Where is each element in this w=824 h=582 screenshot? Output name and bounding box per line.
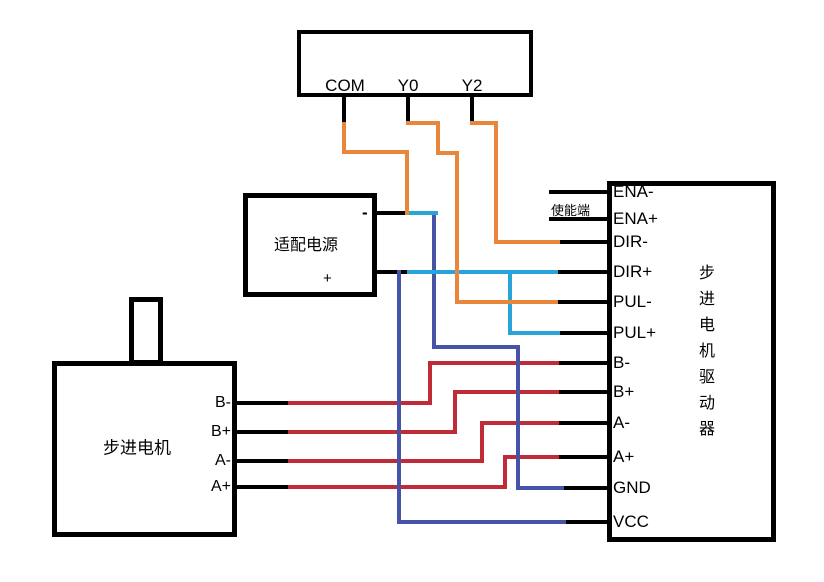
wire-com-to-power-minus-seg2 [405,150,409,215]
wire-motor-b-plus-to-driver-b-plus-seg1 [453,390,457,434]
stub-motor-a-plus-seg0 [235,485,292,489]
wire-power-minus-to-gnd-seg1 [432,345,520,349]
stub-plc-com-seg0 [342,95,346,126]
wire-motor-b-minus-to-driver-b-minus-seg2 [428,361,559,365]
wire-power-plus-to-vcc-seg0 [397,270,401,524]
wire-y0-to-pul-minus-seg4 [455,300,558,304]
stub-driver-pul-plus-seg0 [554,331,609,335]
wire-power-minus-to-gnd-seg3 [516,486,564,490]
stub-power-plus-seg0 [375,270,411,274]
stub-motor-b-minus-seg0 [235,401,292,405]
stub-driver-gnd-seg0 [558,486,609,490]
stub-driver-b-plus-seg0 [553,390,609,394]
wire-y2-to-dir-minus-seg0 [470,121,498,125]
wire-power-minus-to-gnd-seg2 [516,345,520,490]
driver-terminal-ena-plus: ENA+ [613,209,658,228]
wire-power-plus-to-vcc-seg1 [397,520,566,524]
power-supply-box [243,193,377,297]
wire-com-to-power-minus-seg1 [342,150,409,154]
stub-driver-dir-minus-seg0 [554,240,609,244]
driver-terminal-dir-minus: DIR- [613,232,648,251]
driver-terminal-pul-plus: PUL+ [613,323,656,342]
stub-motor-b-plus-seg0 [235,430,292,434]
power-plus-terminal-label: + [323,270,332,287]
stub-driver-ena-minus-seg0 [549,190,609,194]
wire-power-plus-to-dir-plus-and-pul-plus-seg2 [508,331,560,335]
stepper-driver-box [607,181,776,542]
wire-y0-to-pul-minus-seg2 [436,151,459,155]
wire-power-plus-to-dir-plus-and-pul-plus-seg0 [407,270,558,274]
stub-driver-b-minus-seg0 [553,361,609,365]
stub-driver-vcc-seg0 [560,520,609,524]
wire-motor-a-plus-to-driver-a-plus-seg2 [503,455,559,459]
motor-terminal-b-minus: B- [215,394,231,411]
motor-shaft [129,297,163,365]
power-minus-terminal-label: - [362,203,368,222]
driver-terminal-dir-plus: DIR+ [613,262,653,281]
wire-power-minus-to-gnd-seg0 [432,211,436,349]
stub-motor-a-minus-seg0 [235,459,292,463]
wire-y2-to-dir-minus-seg2 [494,240,560,244]
wire-com-to-power-minus-seg0 [342,122,346,154]
driver-terminal-b-minus: B- [613,353,630,372]
motor-terminal-a-minus: A- [215,452,231,469]
wire-motor-a-minus-to-driver-a-minus-seg1 [480,421,484,463]
wire-motor-a-minus-to-driver-a-minus-seg0 [288,459,484,463]
wire-y0-to-pul-minus-seg3 [455,151,459,304]
wire-power-minus-link-seg0 [407,211,438,215]
driver-terminal-a-minus: A- [613,413,630,432]
wire-motor-b-plus-to-driver-b-plus-seg0 [288,430,457,434]
enable-terminal-label: 使能端 [551,203,591,218]
wire-motor-b-minus-to-driver-b-minus-seg0 [288,401,432,405]
driver-terminal-vcc: VCC [613,512,649,531]
stub-power-minus-seg0 [375,211,411,215]
wire-motor-b-minus-to-driver-b-minus-seg1 [428,361,432,405]
plc-box [297,30,533,97]
wire-motor-b-plus-to-driver-b-plus-seg2 [453,390,559,394]
stub-plc-y0-seg0 [406,95,410,124]
stub-plc-y2-seg0 [470,95,474,124]
stub-driver-dir-plus-seg0 [552,270,609,274]
wire-y0-to-pul-minus-seg1 [436,121,440,155]
plc-label-y2: Y2 [461,76,483,95]
stepper-motor-label: 步进电机 [103,438,171,458]
plc-label-com: COM [325,76,365,95]
stepper-driver-vertical-label: 步进电机驱动器 [696,264,713,446]
driver-terminal-ena-minus: ENA- [613,182,654,201]
power-supply-label: 适配电源 [273,237,339,254]
wire-y0-to-pul-minus-seg0 [406,121,440,125]
stepper-motor-box [52,361,237,537]
stub-driver-a-plus-seg0 [553,455,609,459]
wire-motor-a-plus-to-driver-a-plus-seg1 [503,455,507,489]
driver-terminal-pul-minus: PUL- [613,292,652,311]
motor-terminal-a-plus: A+ [210,478,231,495]
wire-y2-to-dir-minus-seg1 [494,121,498,244]
stub-driver-pul-minus-seg0 [552,300,609,304]
driver-terminal-a-plus: A+ [613,447,635,466]
stub-driver-ena-plus-seg0 [549,217,609,221]
stub-driver-a-minus-seg0 [553,421,609,425]
driver-terminal-gnd: GND [613,478,651,497]
motor-terminal-b-plus: B+ [210,423,231,440]
driver-terminal-b-plus: B+ [613,382,635,401]
plc-label-y0: Y0 [397,76,419,95]
